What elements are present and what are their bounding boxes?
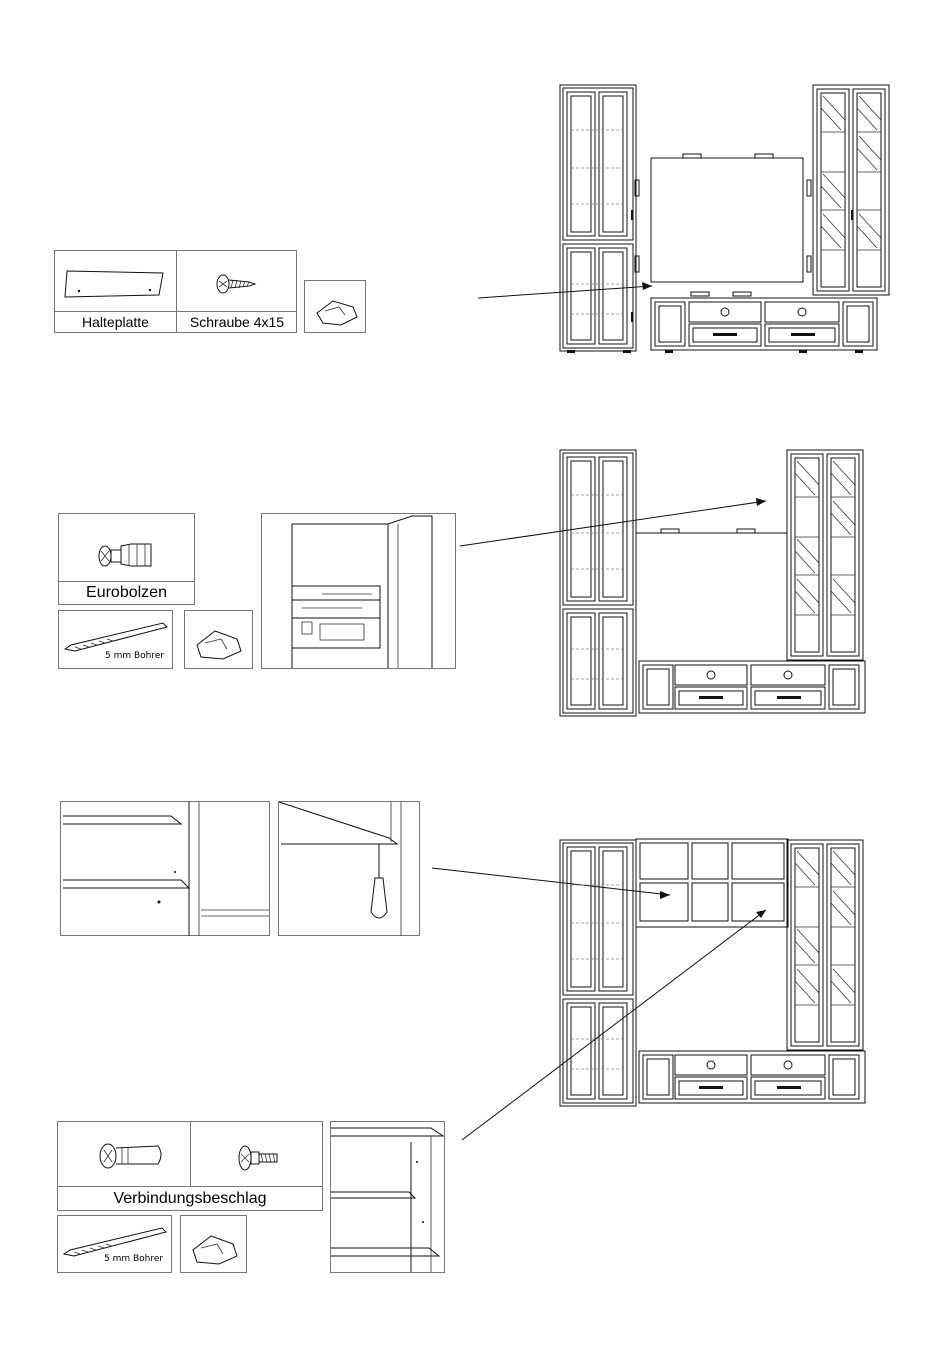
screwdriver-bit-icon [185,611,254,670]
step1-parts-table: Halteplatte Schraube 4x15 [54,250,297,333]
dowel-icon [59,514,194,581]
screwdriver-bit-icon [181,1216,248,1274]
step2-detail-view [261,513,456,669]
screwdriver-bit-icon [305,281,367,334]
step3-wall-unit [555,835,875,1115]
step2-bit-box [184,610,253,669]
screwdriver-icon [279,802,421,937]
step2-drill-label: 5 mm Bohrer [105,651,164,661]
step3-drill-label: 5 mm Bohrer [104,1254,163,1264]
step3-connector-table: Verbindungsbeschlag [57,1121,323,1211]
bolt-icon [191,1122,323,1186]
step3-table-divider-h [58,1186,322,1187]
step2-divider [59,581,194,582]
verbindungsbeschlag-label: Verbindungsbeschlag [58,1190,322,1208]
step3-drill-box: 5 mm Bohrer [57,1215,172,1273]
shelf-detail-drawing-1 [61,802,271,937]
connector-icon [58,1122,190,1186]
step1-wall-unit [555,80,895,370]
step3-shelf-detail-3 [330,1121,445,1273]
drill-bit-icon [58,1216,173,1274]
step3-bit-box [180,1215,247,1273]
schraube-label: Schraube 4x15 [177,314,297,330]
step1-table-divider-h [55,311,296,312]
eurobolzen-label: Eurobolzen [59,584,194,602]
plate-icon [55,251,177,311]
screw-icon [177,251,297,311]
step1-bit-box [304,280,366,333]
step2-wall-unit [555,445,875,725]
step3-shelf-detail-2 [278,801,420,936]
cabinet-detail-drawing [262,514,457,670]
drill-bit-icon [59,611,174,670]
step2-eurobolzen-box: Eurobolzen [58,513,195,605]
shelf-detail-drawing-3 [331,1122,446,1274]
step3-shelf-detail-1 [60,801,270,936]
halteplatte-label: Halteplatte [55,314,176,330]
step2-drill-box: 5 mm Bohrer [58,610,173,669]
